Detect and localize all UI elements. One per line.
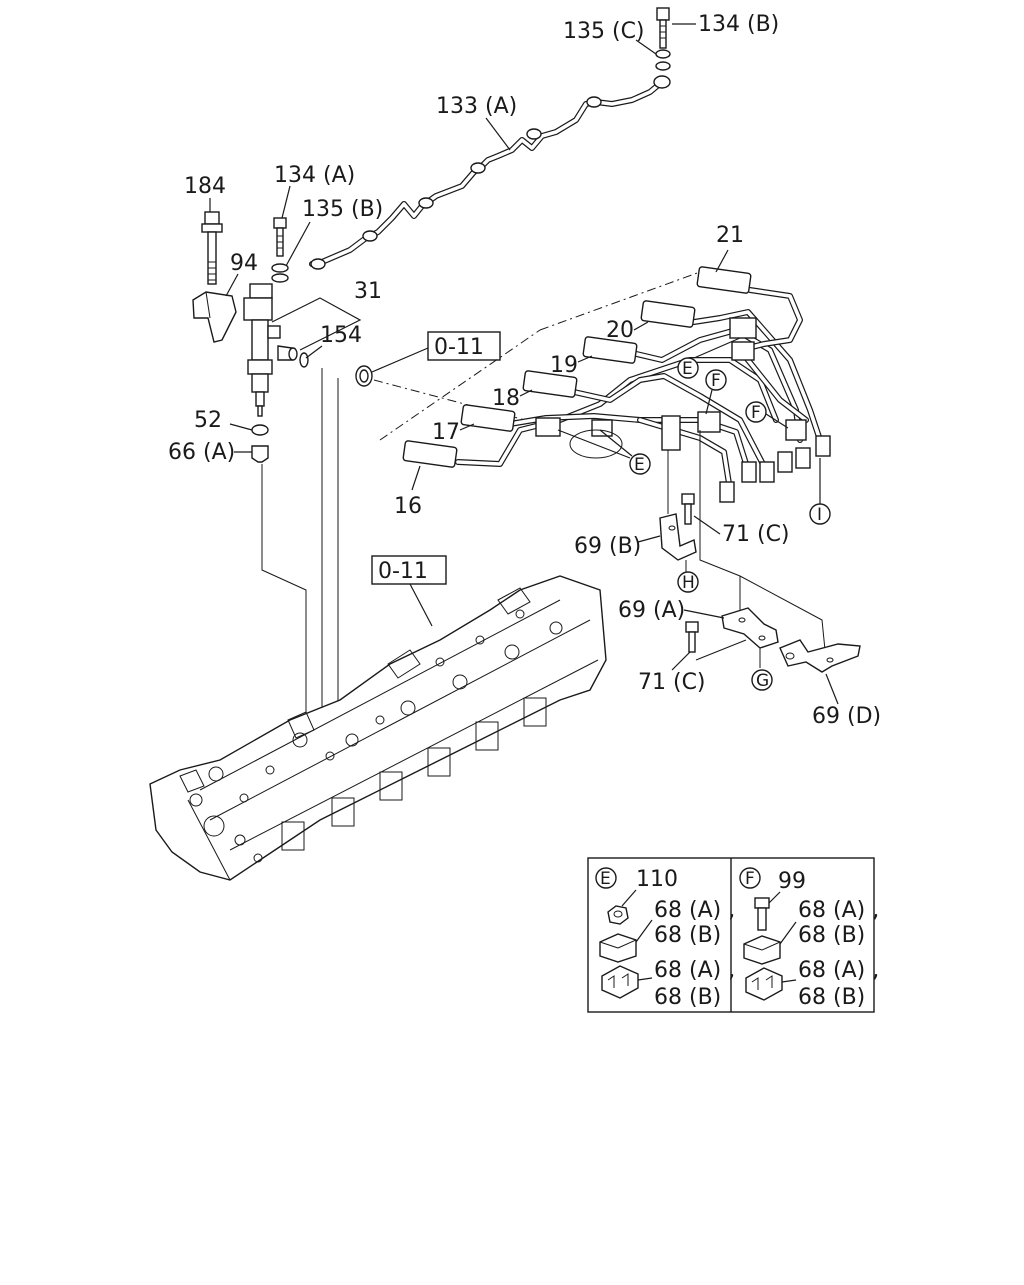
o-ring-154-icon <box>299 352 309 368</box>
head-bolt-holes <box>189 609 563 863</box>
label-133a: 133 (A) <box>436 94 517 119</box>
bracket-69b-icon <box>659 513 697 561</box>
reference-box-top: 0-11 <box>427 331 501 361</box>
label-69d: 69 (D) <box>812 704 881 729</box>
label-18: 18 <box>492 386 520 411</box>
marker-f-top: F <box>705 369 727 391</box>
legend-f-bolt-label: 99 <box>778 869 806 894</box>
clip-upper-icon <box>599 933 637 963</box>
seal-66a-icon <box>251 445 269 463</box>
label-71c-top: 71 (C) <box>722 522 790 547</box>
legend-f-lower-a: 68 (A) , <box>798 958 879 983</box>
clip-lower-f-icon <box>745 967 783 1001</box>
label-69b: 69 (B) <box>574 534 641 559</box>
clip-upper-f-icon <box>743 935 781 965</box>
label-19: 19 <box>550 353 578 378</box>
svg-text:H: H <box>682 573 695 593</box>
svg-text:F: F <box>711 371 721 391</box>
svg-text:E: E <box>682 359 693 379</box>
label-71c-bottom: 71 (C) <box>638 670 706 695</box>
bolt-134b-icon <box>635 7 696 71</box>
bracket-69d-icon <box>779 639 861 673</box>
bolt-99-icon <box>754 897 770 931</box>
bolt-71c-top-icon <box>681 493 695 525</box>
legend-e-nut-label: 110 <box>636 867 678 892</box>
cam-caps <box>179 587 531 793</box>
label-69a: 69 (A) <box>618 598 685 623</box>
marker-e-mid: E <box>629 453 651 475</box>
marker-f-right: F <box>745 401 767 423</box>
pipe-clamps <box>535 317 807 459</box>
marker-i: I <box>809 503 831 525</box>
legend-e-upper-b: 68 (B) <box>654 923 721 948</box>
label-134a: 134 (A) <box>274 163 355 188</box>
label-17: 17 <box>432 420 460 445</box>
label-21: 21 <box>716 223 744 248</box>
label-94: 94 <box>230 251 258 276</box>
legend-e-lower-a: 68 (A) , <box>654 958 735 983</box>
legend-e-marker: E <box>600 869 611 889</box>
legend-e-lower-b: 68 (B) <box>654 985 721 1010</box>
reference-label-mid: 0-11 <box>378 559 428 584</box>
label-134b: 134 (B) <box>698 12 779 37</box>
label-20: 20 <box>606 318 634 343</box>
label-135c: 135 (C) <box>563 19 645 44</box>
svg-text:G: G <box>756 671 769 691</box>
legend-e-upper-a: 68 (A) , <box>654 898 735 923</box>
legend-panel: E 110 68 (A) , 68 (B) 68 (A) , 68 ( <box>587 857 879 1013</box>
marker-h: H <box>677 571 699 593</box>
legend-f: F 99 68 (A) , 68 (B) 68 (A) , 68 (B <box>739 867 879 1010</box>
washer-52-icon <box>251 424 269 436</box>
seal-ring-icon <box>355 365 373 387</box>
label-154: 154 <box>320 323 362 348</box>
reference-box-mid: 0-11 <box>371 555 447 585</box>
marker-g: G <box>751 669 773 691</box>
svg-text:I: I <box>817 505 822 525</box>
intake-ports <box>281 697 547 851</box>
bolt-134a-icon <box>271 217 289 283</box>
svg-text:F: F <box>751 403 761 423</box>
cylinder-head-icon <box>149 575 607 881</box>
clip-lower-icon <box>601 965 639 999</box>
legend-f-upper-b: 68 (B) <box>798 923 865 948</box>
svg-text:E: E <box>634 455 645 475</box>
label-66a: 66 (A) <box>168 440 235 465</box>
label-31: 31 <box>354 279 382 304</box>
marker-e-top: E <box>677 357 699 379</box>
legend-e: E 110 68 (A) , 68 (B) 68 (A) , 68 ( <box>595 867 735 1010</box>
bolt-71c-bottom-icon <box>685 621 699 653</box>
label-16: 16 <box>394 494 422 519</box>
pipe-connectors <box>402 266 831 503</box>
label-184: 184 <box>184 174 226 199</box>
legend-f-marker: F <box>745 869 755 889</box>
bolt-184-icon <box>201 211 223 285</box>
label-135b: 135 (B) <box>302 197 383 222</box>
return-pipe-133a <box>309 75 671 270</box>
clamp-94-icon <box>192 291 237 343</box>
nut-110-icon <box>607 905 629 925</box>
bracket-69a-icon <box>721 607 779 649</box>
legend-f-lower-b: 68 (B) <box>798 985 865 1010</box>
label-52: 52 <box>194 408 222 433</box>
reference-label-top: 0-11 <box>434 335 484 360</box>
legend-f-upper-a: 68 (A) , <box>798 898 879 923</box>
injector-31-icon <box>243 283 298 417</box>
